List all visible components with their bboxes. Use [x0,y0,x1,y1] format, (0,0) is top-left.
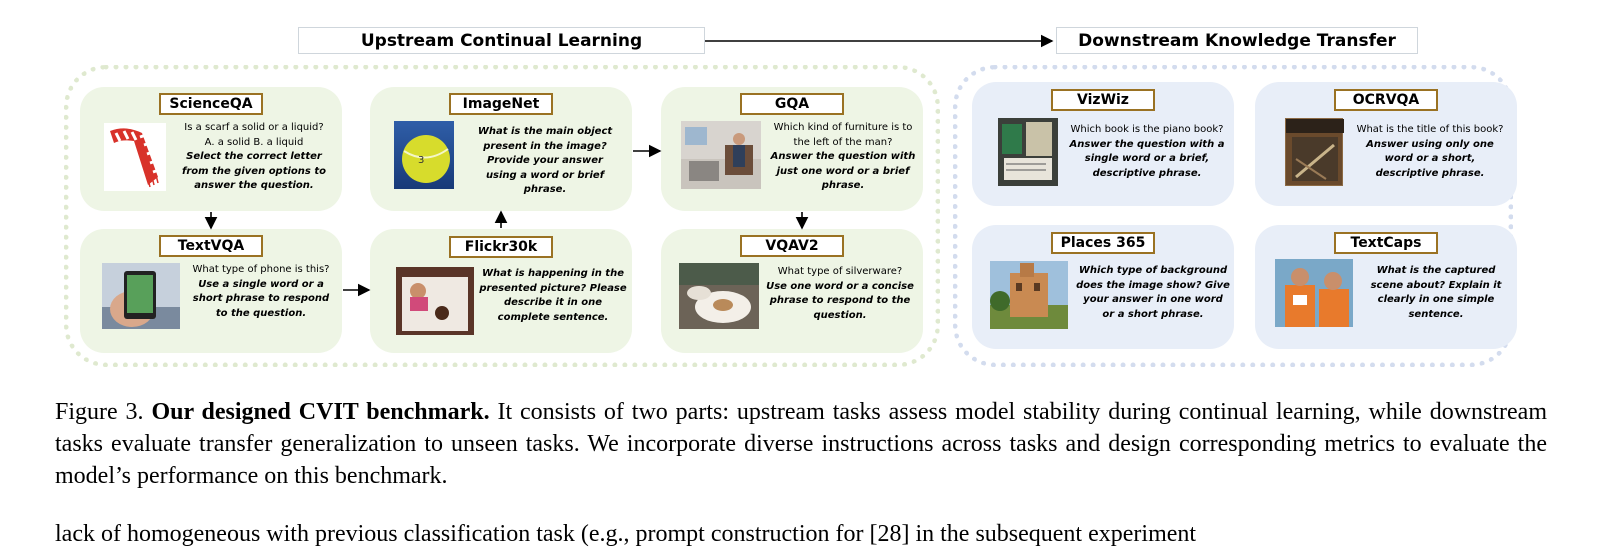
task-card-places365: Places 365 Which type of background does… [972,225,1234,349]
task-question: Is a scarf a solid or a liquid? A. a sol… [184,122,324,148]
task-question: Which book is the piano book? [1070,124,1224,135]
task-label: VizWiz [1051,89,1155,111]
tennis-ball-image: 3 [394,121,454,189]
task-text: Which book is the piano book? Answer the… [1068,123,1226,181]
cutoff-body-text: lack of homogeneous with previous classi… [55,521,1197,547]
task-text: Which kind of furniture is to the left o… [769,121,917,194]
phone-image [102,263,180,329]
task-instruction: Answer the question with a single word o… [1069,138,1225,179]
caption-text: It consists of two parts: upstream tasks… [55,399,1547,489]
caption-bold-title: Our designed CVIT benchmark. [151,399,490,425]
task-text: What is happening in the presented pictu… [478,267,628,325]
cafe-table-image [679,263,759,329]
task-question: What type of phone is this? [192,264,330,275]
task-label: Places 365 [1051,232,1155,254]
task-instruction: Answer the question with just one word o… [770,151,916,191]
task-instruction: Answer using only one word or a short, d… [1366,138,1494,179]
task-instruction: Which type of background does the image … [1076,265,1230,320]
task-label: TextVQA [159,235,263,257]
children-bed-image [396,267,474,335]
people-orange-image [1275,259,1353,327]
task-label: GQA [740,93,844,115]
flow-arrows [204,34,1054,297]
task-card-vqav2: VQAV2 What type of silverware? Use one w… [661,229,923,353]
task-instruction: What is the captured scene about? Explai… [1370,265,1502,320]
task-text: What is the title of this book? Answer u… [1353,123,1507,181]
figure-caption: Figure 3. Our designed CVIT benchmark. I… [55,396,1547,492]
task-label: ImageNet [449,93,553,115]
downstream-group-outline [953,65,1513,367]
svg-text:3: 3 [418,155,424,166]
task-card-scienceqa: ScienceQA Is a scarf a solid or a liquid… [80,87,342,211]
task-text: Which type of background does the image … [1076,264,1230,322]
task-instruction: What is happening in the presented pictu… [479,268,627,323]
task-text: What is the captured scene about? Explai… [1361,264,1511,322]
task-text: What type of silverware? Use one word or… [765,265,915,323]
upstream-section-title: Upstream Continual Learning [298,27,705,54]
task-label: TextCaps [1334,232,1438,254]
task-instruction: Select the correct letter from the given… [181,151,326,191]
task-instruction: Use one word or a concise phrase to resp… [766,280,914,321]
task-card-imagenet: ImageNet 3 What is the main object prese… [370,87,632,211]
task-text: What type of phone is this? Use a single… [186,263,336,321]
book-cover-image [1285,118,1344,186]
task-question: Which kind of furniture is to the left o… [773,122,913,148]
task-text: What is the main object present in the i… [470,125,620,198]
task-instruction: What is the main object present in the i… [477,126,613,195]
task-label: VQAV2 [740,235,844,257]
task-question: What is the title of this book? [1356,124,1504,135]
books-image [998,118,1058,186]
task-card-textvqa: TextVQA What type of phone is this? Use … [80,229,342,353]
task-card-vizwiz: VizWiz Which book is the piano book? Ans… [972,82,1234,206]
task-card-textcaps: TextCaps What is the captured scene abou… [1255,225,1517,349]
task-card-gqa: GQA Which kind of furniture is to the le… [661,87,923,211]
task-card-flickr30k: Flickr30k What is happening in the prese… [370,229,632,353]
task-text: Is a scarf a solid or a liquid? A. a sol… [174,121,334,194]
building-image [990,261,1068,329]
task-instruction: Use a single word or a short phrase to r… [192,278,330,319]
scarf-image [104,123,166,191]
caption-label: Figure 3. [55,399,144,425]
task-label: OCRVQA [1334,89,1438,111]
office-image [681,121,761,189]
task-card-ocrvqa: OCRVQA What is the title of this book? A… [1255,82,1517,206]
task-label: Flickr30k [449,236,553,258]
downstream-section-title: Downstream Knowledge Transfer [1056,27,1418,54]
upstream-group-outline [64,65,940,367]
task-question: What type of silverware? [777,266,903,277]
task-label: ScienceQA [159,93,263,115]
